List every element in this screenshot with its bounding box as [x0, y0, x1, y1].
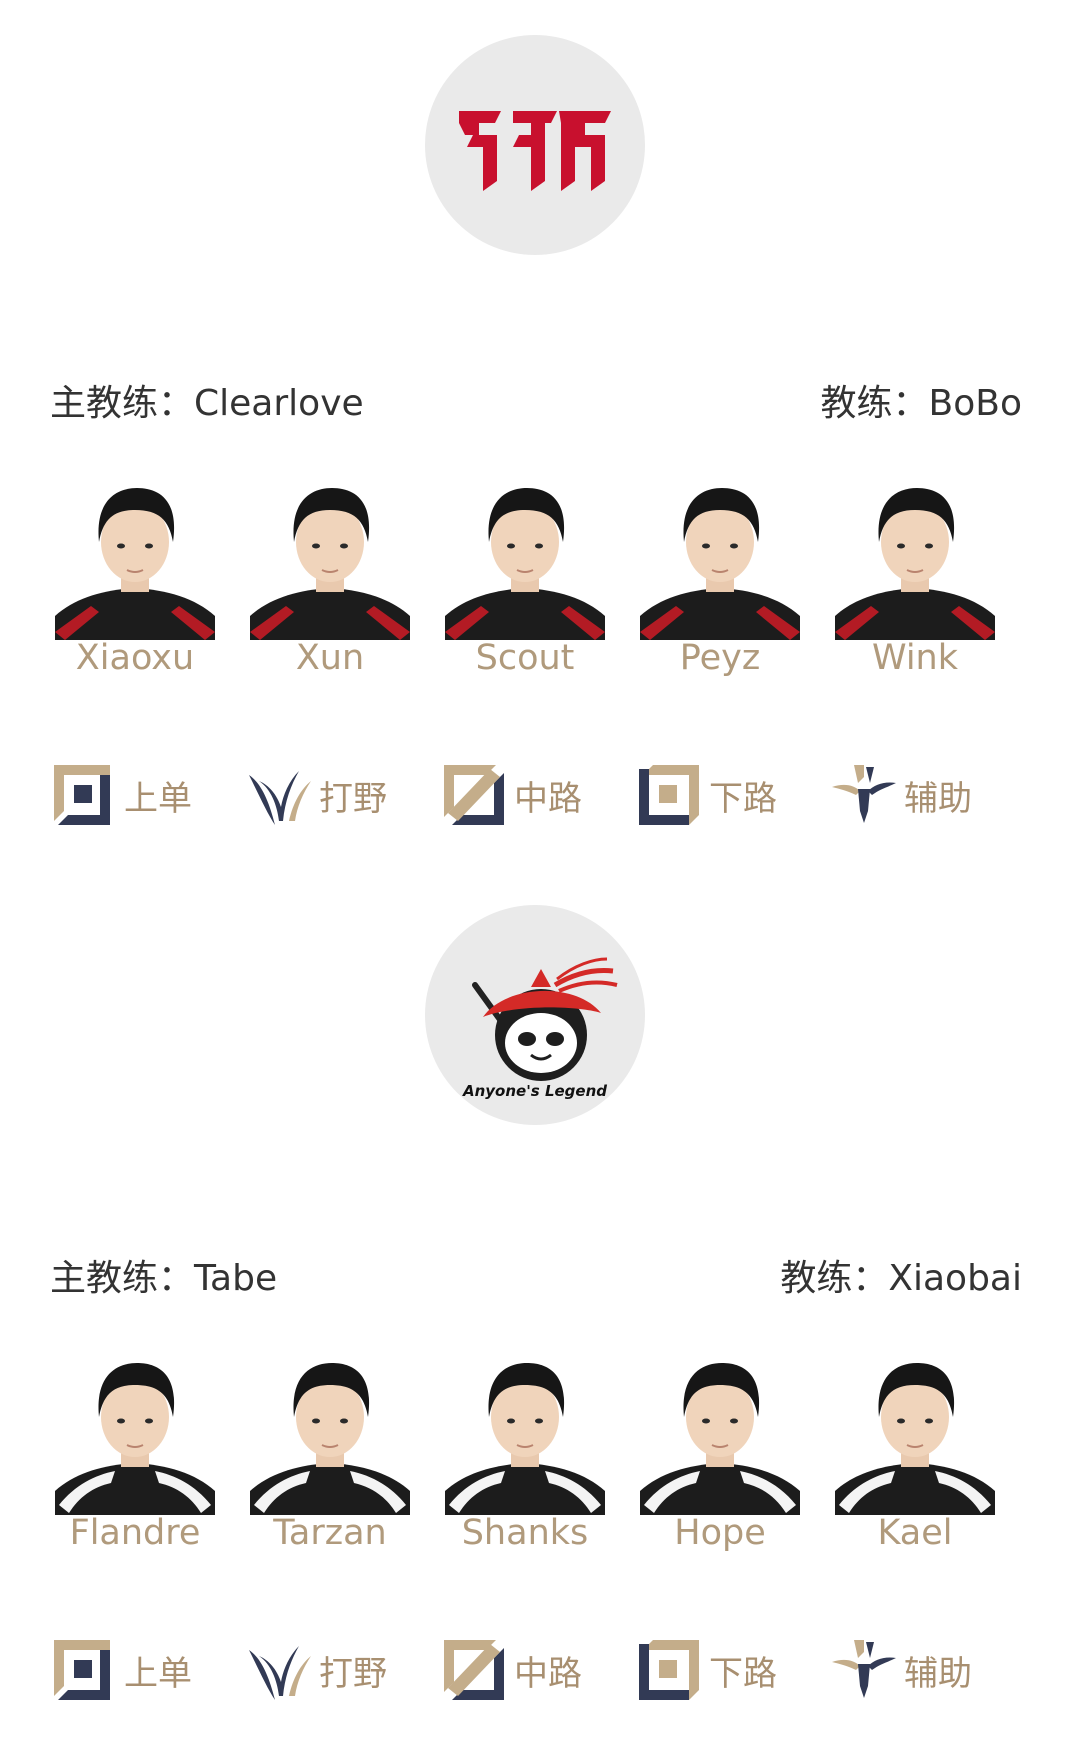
player-name: Xiaoxu — [75, 638, 195, 678]
role-bot: 下路 — [635, 1630, 777, 1710]
head-coach: 主教练：Tabe — [50, 1249, 277, 1301]
role-label: 辅助 — [904, 778, 972, 819]
player-card[interactable]: Tarzan — [235, 1355, 425, 1565]
player-list: Xiaoxu Xun Scout Peyz Wink — [40, 480, 1040, 700]
role-label: 中路 — [514, 1653, 582, 1694]
player-card[interactable]: Shanks — [430, 1355, 620, 1565]
logo-text: Anyone's Legend — [462, 1082, 607, 1100]
head-coach-label: 主教练： — [50, 1258, 195, 1299]
head-coach: 主教练：Clearlove — [50, 374, 364, 426]
role-jungle: 打野 — [245, 1630, 387, 1710]
role-mid: 中路 — [440, 1630, 582, 1710]
player-name: Kael — [877, 1513, 953, 1553]
role-label: 辅助 — [904, 1653, 972, 1694]
mid-lane-icon — [440, 1636, 508, 1704]
player-card[interactable]: Hope — [625, 1355, 815, 1565]
player-name: Wink — [871, 638, 958, 678]
top-lane-icon — [50, 1636, 118, 1704]
player-name: Xun — [295, 638, 365, 678]
role-label: 下路 — [709, 778, 777, 819]
role-label: 上单 — [124, 778, 192, 819]
coach-name: Xiaobai — [888, 1258, 1022, 1299]
head-coach-name: Clearlove — [194, 383, 364, 424]
coach-row: 主教练：Clearlove 教练：BoBo — [50, 360, 1022, 424]
player-card[interactable]: Peyz — [625, 480, 815, 690]
coach-row: 主教练：Tabe 教练：Xiaobai — [50, 1235, 1022, 1299]
jungle-icon — [245, 761, 313, 829]
player-card[interactable]: Xiaoxu — [40, 480, 230, 690]
player-photo — [250, 1355, 410, 1515]
player-photo — [55, 480, 215, 640]
player-name: Flandre — [69, 1513, 201, 1553]
role-support: 辅助 — [830, 1630, 972, 1710]
jdg-logo-icon — [459, 111, 611, 191]
player-card[interactable]: Wink — [820, 480, 1010, 690]
jungle-icon — [245, 1636, 313, 1704]
player-photo — [835, 1355, 995, 1515]
mid-lane-icon — [440, 761, 508, 829]
team-logo-jdg[interactable] — [425, 35, 645, 255]
player-photo — [640, 1355, 800, 1515]
player-card[interactable]: Xun — [235, 480, 425, 690]
assistant-coach: 教练：BoBo — [821, 374, 1022, 426]
bot-lane-icon — [635, 1636, 703, 1704]
role-bot: 下路 — [635, 755, 777, 835]
player-photo — [250, 480, 410, 640]
role-label: 打野 — [319, 778, 387, 819]
player-photo — [640, 480, 800, 640]
player-photo — [445, 480, 605, 640]
anyones-legend-logo-icon: Anyone's Legend — [462, 957, 618, 1100]
support-icon — [830, 1636, 898, 1704]
player-name: Tarzan — [273, 1513, 387, 1553]
role-label: 上单 — [124, 1653, 192, 1694]
coach-label: 教练： — [780, 1258, 889, 1299]
role-row: 上单 打野 中路 下路 辅助 — [50, 1630, 1050, 1710]
player-card[interactable]: Flandre — [40, 1355, 230, 1565]
role-label: 打野 — [319, 1653, 387, 1694]
coach-label: 教练： — [820, 383, 929, 424]
assistant-coach: 教练：Xiaobai — [780, 1249, 1022, 1301]
role-row: 上单 打野 中路 下路 辅助 — [50, 755, 1050, 835]
bot-lane-icon — [635, 761, 703, 829]
player-photo — [445, 1355, 605, 1515]
support-icon — [830, 761, 898, 829]
role-jungle: 打野 — [245, 755, 387, 835]
head-coach-name: Tabe — [194, 1258, 278, 1299]
role-label: 中路 — [514, 778, 582, 819]
role-label: 下路 — [709, 1653, 777, 1694]
role-support: 辅助 — [830, 755, 972, 835]
player-name: Shanks — [461, 1513, 589, 1553]
role-top: 上单 — [50, 1630, 192, 1710]
player-name: Hope — [674, 1513, 766, 1553]
player-card[interactable]: Kael — [820, 1355, 1010, 1565]
player-name: Scout — [475, 638, 575, 678]
head-coach-label: 主教练： — [50, 383, 195, 424]
role-top: 上单 — [50, 755, 192, 835]
player-name: Peyz — [679, 638, 761, 678]
coach-name: BoBo — [928, 383, 1022, 424]
player-photo — [835, 480, 995, 640]
top-lane-icon — [50, 761, 118, 829]
team-logo-al[interactable]: Anyone's Legend — [425, 905, 645, 1125]
role-mid: 中路 — [440, 755, 582, 835]
player-list: Flandre Tarzan Shanks Hope Kael — [40, 1355, 1040, 1575]
player-photo — [55, 1355, 215, 1515]
player-card[interactable]: Scout — [430, 480, 620, 690]
